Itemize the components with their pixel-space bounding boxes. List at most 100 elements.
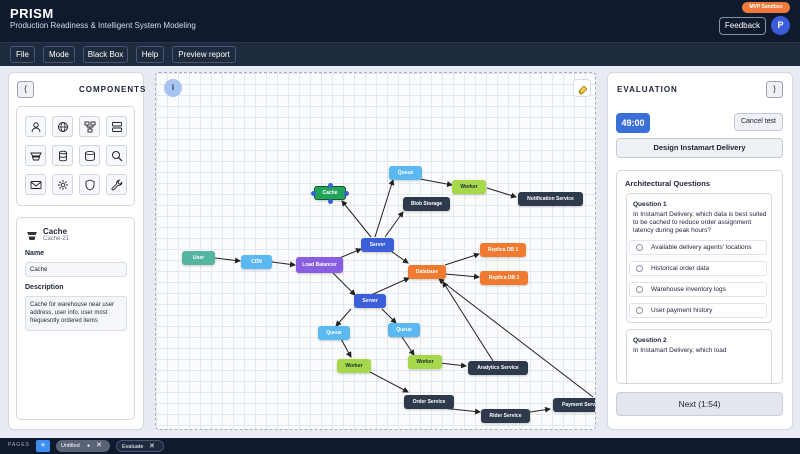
add-page-button[interactable]: + xyxy=(36,440,50,452)
mail-icon[interactable] xyxy=(25,174,46,195)
shield-icon[interactable] xyxy=(79,174,100,195)
option-label: Historical order data xyxy=(651,265,710,272)
close-icon[interactable]: ✕ xyxy=(96,442,102,449)
node-cache[interactable]: Cache xyxy=(314,186,346,200)
page-tab-label: Evaluate xyxy=(122,444,144,450)
menu-preview-report[interactable]: Preview report xyxy=(172,46,236,63)
radio-button[interactable] xyxy=(636,307,643,314)
next-button[interactable]: Next (1:54) xyxy=(616,392,783,416)
radio-button[interactable] xyxy=(636,286,643,293)
component-palette xyxy=(16,106,135,206)
node-payment-service[interactable]: Payment Serv xyxy=(553,398,595,412)
timer: 49:00 xyxy=(616,113,650,133)
node-blob-storage[interactable]: Blob Storage xyxy=(403,197,450,211)
cache-icon xyxy=(26,228,38,246)
node-queue[interactable]: Queue xyxy=(318,326,350,340)
name-input[interactable]: Cache xyxy=(25,262,127,277)
section-title: Architectural Questions xyxy=(625,179,711,188)
avatar[interactable]: P xyxy=(771,16,790,35)
page-tab-evaluate[interactable]: Evaluate ✕ xyxy=(116,440,164,452)
app-subtitle: Production Readiness & Intelligent Syste… xyxy=(10,21,196,30)
resize-handle[interactable] xyxy=(328,183,333,188)
menu-bar: File Mode Black Box Help Preview report xyxy=(0,42,800,66)
storage-icon[interactable] xyxy=(79,145,100,166)
description-label: Description xyxy=(25,284,64,291)
answer-option[interactable]: Warehouse inventory logs xyxy=(629,282,767,297)
user-icon[interactable] xyxy=(25,116,46,137)
node-load-balancer[interactable]: Load Balancer xyxy=(296,257,343,273)
node-order-service[interactable]: Order Service xyxy=(404,395,454,409)
connection-lines xyxy=(214,178,594,415)
wrench-icon[interactable] xyxy=(106,174,127,195)
database-icon[interactable] xyxy=(52,145,73,166)
question-card: Question 2 In Instamart Delivery, which … xyxy=(626,329,772,383)
menu-file[interactable]: File xyxy=(10,46,35,63)
answer-option[interactable]: Historical order data xyxy=(629,261,767,276)
search-icon[interactable] xyxy=(106,145,127,166)
gear-icon[interactable] xyxy=(52,174,73,195)
description-input[interactable]: Cache for warehouse near user address, u… xyxy=(25,296,127,331)
menu-black-box[interactable]: Black Box xyxy=(83,46,128,63)
node-user[interactable]: User xyxy=(182,251,215,265)
answer-option[interactable]: User payment history xyxy=(629,303,767,318)
app-name: PRISM xyxy=(10,6,54,21)
node-server[interactable]: Server xyxy=(361,238,394,252)
node-rider-service[interactable]: Rider Service xyxy=(481,409,530,423)
cache-icon[interactable] xyxy=(25,145,46,166)
close-icon[interactable]: ✕ xyxy=(149,443,155,450)
resize-handle[interactable] xyxy=(328,199,333,204)
design-canvas[interactable]: i xyxy=(155,72,596,430)
question-text: In Instamart Delivery, which load xyxy=(633,347,727,354)
component-id: Cache-21 xyxy=(43,236,70,242)
node-worker[interactable]: Worker xyxy=(337,359,371,373)
menu-help[interactable]: Help xyxy=(136,46,164,63)
node-notification-service[interactable]: Notification Service xyxy=(518,192,583,206)
pages-label: PAGES xyxy=(8,442,30,448)
collapse-left-button[interactable]: ⟨ xyxy=(17,81,34,98)
node-replica-db-1[interactable]: Replica DB 1 xyxy=(480,243,526,257)
node-queue[interactable]: Queue xyxy=(389,166,422,180)
network-icon[interactable] xyxy=(79,116,100,137)
questions-panel[interactable]: Architectural Questions Question 1 In In… xyxy=(616,170,783,384)
node-queue[interactable]: Queue xyxy=(388,323,420,337)
node-analytics-service[interactable]: Analytics Service xyxy=(468,361,528,375)
page-tab-untitled[interactable]: Untitled ● ✕ xyxy=(56,440,110,452)
problem-title: Design Instamart Delivery xyxy=(616,138,783,158)
server-icon[interactable] xyxy=(106,116,127,137)
question-text: In Instamart Delivery, which data is bes… xyxy=(633,211,767,234)
feedback-button[interactable]: Feedback xyxy=(719,17,766,35)
globe-icon[interactable] xyxy=(52,116,73,137)
cancel-test-button[interactable]: Cancel test xyxy=(734,113,783,131)
option-label: User payment history xyxy=(651,307,713,314)
name-label: Name xyxy=(25,250,45,257)
answer-option[interactable]: Available delivery agents' locations xyxy=(629,240,767,255)
components-heading: COMPONENTS xyxy=(79,85,147,94)
page-tab-label: Untitled xyxy=(61,443,80,449)
option-label: Warehouse inventory logs xyxy=(651,286,726,293)
question-card: Question 1 In Instamart Delivery, which … xyxy=(626,193,772,323)
node-cdn[interactable]: CDN xyxy=(241,255,272,269)
radio-button[interactable] xyxy=(636,265,643,272)
mvp-badge: MVP Sandbox xyxy=(742,2,790,13)
question-label: Question 2 xyxy=(633,337,667,344)
resize-handle[interactable] xyxy=(311,191,316,196)
component-title: Cache xyxy=(43,227,68,236)
evaluation-heading: EVALUATION xyxy=(617,85,678,94)
node-database[interactable]: Database xyxy=(408,265,446,279)
node-worker[interactable]: Worker xyxy=(408,355,442,369)
unsaved-dot-icon: ● xyxy=(87,443,91,449)
collapse-right-button[interactable]: ⟩ xyxy=(766,81,783,98)
properties-panel: Cache Cache-21 Name Cache Description Ca… xyxy=(16,217,135,420)
info-button[interactable]: i xyxy=(164,79,182,97)
node-worker[interactable]: Worker xyxy=(452,180,486,194)
node-server[interactable]: Server xyxy=(354,294,386,308)
resize-handle[interactable] xyxy=(344,191,349,196)
question-label: Question 1 xyxy=(633,201,667,208)
menu-mode[interactable]: Mode xyxy=(43,46,75,63)
pages-bar: PAGES + Untitled ● ✕ Evaluate ✕ xyxy=(0,438,800,454)
radio-button[interactable] xyxy=(636,244,643,251)
option-label: Available delivery agents' locations xyxy=(651,244,752,251)
top-bar: PRISM Production Readiness & Intelligent… xyxy=(0,0,800,42)
node-replica-db-2[interactable]: Replica DB 2 xyxy=(480,271,528,285)
eraser-icon[interactable] xyxy=(573,79,591,97)
